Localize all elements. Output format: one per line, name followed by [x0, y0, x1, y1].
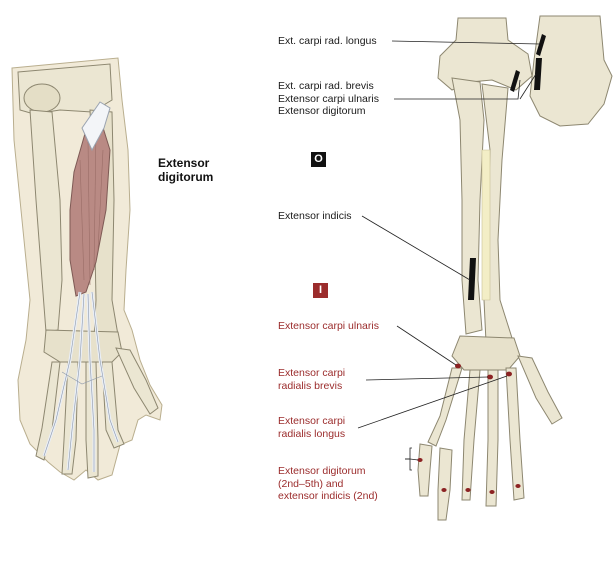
- label-origin-ecrb: Ext. carpi rad. brevis: [278, 80, 374, 92]
- leader-lines: [357, 40, 541, 471]
- insertion-badge: I: [313, 283, 328, 298]
- label-insertion-ecrb-line-2: radialis brevis: [278, 379, 343, 392]
- label-insertion-ed-line-2: (2nd–5th) and: [278, 477, 344, 490]
- skeleton-illustration: [417, 15, 613, 521]
- label-insertion-ed-line-1: Extensor digitorum: [278, 465, 366, 477]
- label-origin-ed: Extensor digitorum: [278, 105, 366, 117]
- label-origin-group: Ext. carpi rad. brevis Extensor carpi ul…: [278, 80, 379, 118]
- origin-markers: [468, 34, 546, 300]
- label-insertion-ecrl-line-2: radialis longus: [278, 427, 346, 440]
- label-insertion-ed: Extensor digitorum (2nd–5th) and extenso…: [278, 465, 378, 503]
- label-insertion-ecrl-line-1: Extensor carpi: [278, 415, 346, 427]
- label-insertion-ecu: Extensor carpi ulnaris: [278, 320, 379, 333]
- muscle-title-line-2: digitorum: [158, 170, 214, 184]
- label-origin-ecu: Extensor carpi ulnaris: [278, 92, 379, 105]
- label-insertion-ecu-line-1: Extensor carpi ulnaris: [278, 320, 379, 332]
- label-insertion-ecrb: Extensor carpi radialis brevis: [278, 367, 345, 392]
- label-origin-ecrl: Ext. carpi rad. longus: [278, 35, 377, 47]
- label-origin-ei: Extensor indicis: [278, 210, 352, 222]
- label-insertion-ecrb-line-1: Extensor carpi: [278, 367, 346, 379]
- ulna-right: [451, 77, 485, 335]
- olecranon: [23, 83, 61, 113]
- elbow-inset: [529, 15, 613, 127]
- forearm-illustration: [11, 57, 163, 481]
- label-insertion-ed-line-3: extensor indicis (2nd): [278, 490, 378, 502]
- interosseous-membrane: [481, 149, 491, 301]
- origin-badge: O: [311, 152, 326, 167]
- carpals-right: [451, 335, 521, 371]
- humerus-right: [437, 17, 533, 91]
- insertion-markers: [417, 363, 521, 494]
- label-insertion-ecrl: Extensor carpi radialis longus: [278, 415, 345, 440]
- muscle-title-line-1: Extensor: [158, 156, 210, 170]
- muscle-title: Extensor digitorum: [158, 156, 213, 184]
- origin-tendon: [81, 101, 111, 152]
